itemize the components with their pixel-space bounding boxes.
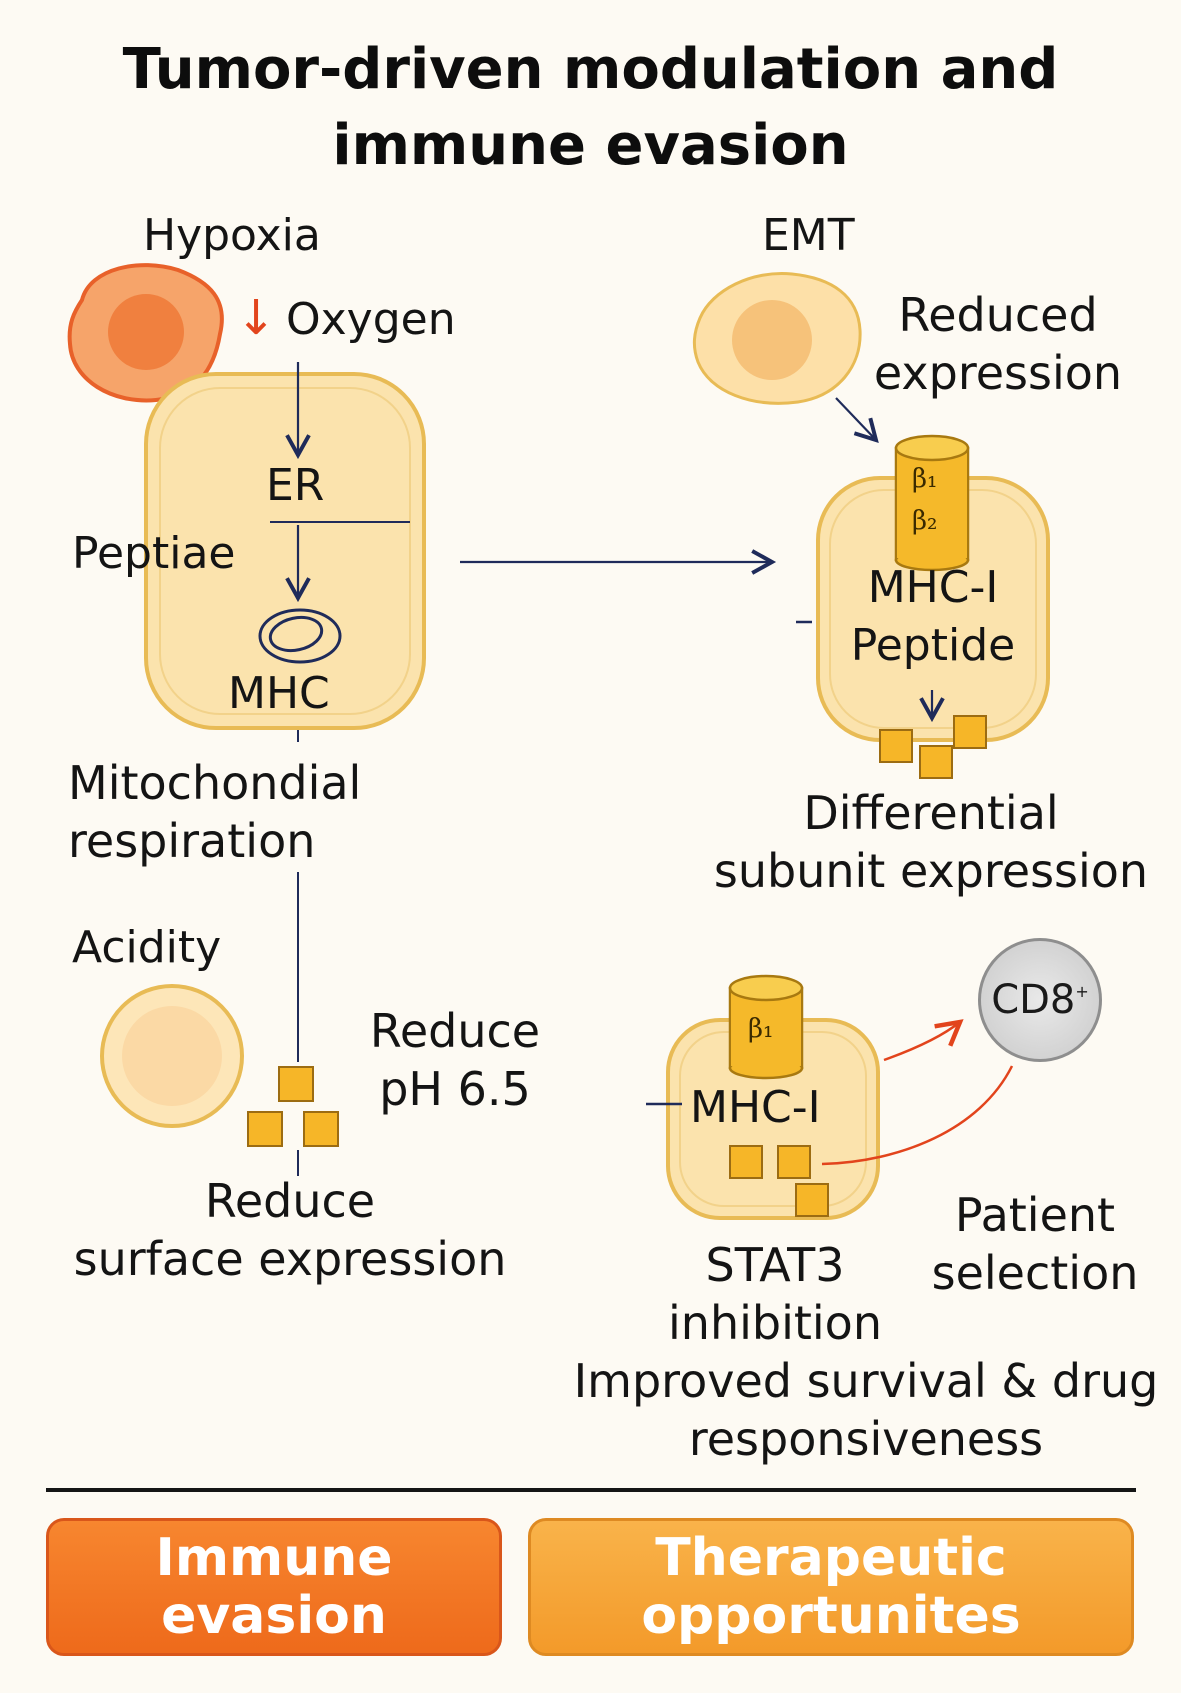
hypoxia-cell — [144, 372, 426, 730]
acidity-label: Acidity — [72, 922, 222, 973]
peptide-square — [795, 1183, 829, 1217]
reduce-surface-expression-label: Reduce surface expression — [73, 1174, 507, 1286]
beta1-cylinder — [728, 974, 804, 1080]
emt-cell — [692, 271, 862, 405]
hypoxia-label: Hypoxia — [143, 210, 321, 261]
cd8-t-cell: CD8+ — [978, 938, 1102, 1062]
therapy-mhc1-label: MHC-I — [690, 1082, 821, 1133]
peptide-square — [777, 1145, 811, 1179]
reduced-expression-label: Reduced expression — [873, 288, 1123, 400]
oxygen-label: Oxygen — [286, 294, 456, 345]
patient-selection-label: Patient selection — [931, 1188, 1139, 1300]
improved-survival-label: Improved survival & drug responsiveness — [573, 1354, 1159, 1466]
acidic-cell — [100, 984, 244, 1128]
oxygen-down-arrow: ↓ — [236, 290, 277, 346]
reduce-ph-label: Reduce pH 6.5 — [369, 1004, 541, 1116]
emt-label: EMT — [762, 210, 855, 261]
mitochondrial-respiration-label: Mitochondial respiration — [68, 756, 362, 868]
peptide-square — [247, 1111, 283, 1147]
peptide-square — [919, 745, 953, 779]
mhc-coil-icon — [258, 608, 342, 664]
therapy-beta1-label: β₁ — [748, 1014, 774, 1044]
beta2-label: β₂ — [912, 506, 938, 536]
immune-evasion-button[interactable]: Immune evasion — [46, 1518, 502, 1656]
peptide-square — [303, 1111, 339, 1147]
peptide-square — [729, 1145, 763, 1179]
diagram-title: Tumor-driven modulation and immune evasi… — [122, 37, 1059, 178]
peptide-label: Peptiae — [72, 528, 236, 579]
emt-mhc1-label: MHC-I — [867, 562, 999, 613]
stat3-inhibition-label: STAT3 inhibition — [668, 1238, 882, 1350]
peptide-square — [879, 729, 913, 763]
er-label: ER — [266, 460, 325, 511]
differential-subunit-label: Differential subunit expression — [713, 786, 1149, 898]
peptide-square — [278, 1066, 314, 1102]
emt-peptide-label: Peptide — [850, 620, 1016, 671]
beta1-label: β₁ — [912, 464, 938, 494]
therapeutic-opportunities-button[interactable]: Therapeutic opportunites — [528, 1518, 1134, 1656]
mhc-label: MHC — [228, 668, 330, 719]
peptide-square — [953, 715, 987, 749]
hypoxic-tumor-cell — [67, 263, 224, 403]
beta-subunit-cylinder — [894, 434, 970, 572]
